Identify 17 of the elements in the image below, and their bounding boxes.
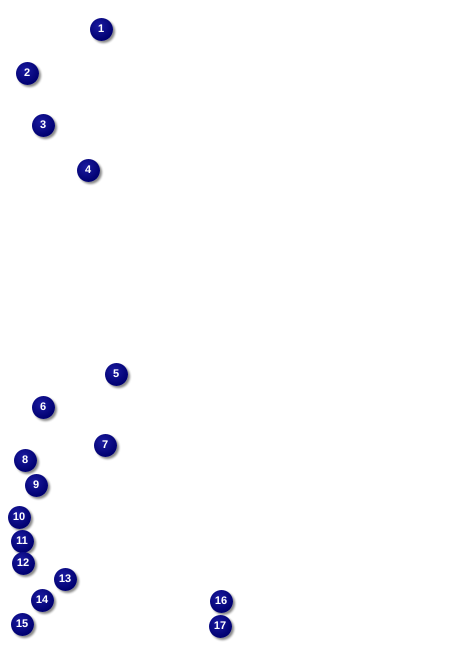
callout-number: 9 xyxy=(24,474,48,496)
callout-number: 13 xyxy=(54,568,76,590)
callout-number: 8 xyxy=(14,448,36,472)
callout-number: 7 xyxy=(94,434,116,456)
callout-number: 5 xyxy=(104,362,128,386)
callout-number: 12 xyxy=(12,552,34,574)
callout-number: 10 xyxy=(8,506,30,528)
callout-number: 17 xyxy=(208,614,232,638)
callout-number: 2 xyxy=(16,62,38,84)
callout-number: 4 xyxy=(76,158,100,182)
callout-number: 1 xyxy=(90,18,112,40)
callout-number: 16 xyxy=(210,590,232,612)
callout-number: 11 xyxy=(10,530,34,552)
callout-number: 14 xyxy=(30,588,54,612)
callout-number: 6 xyxy=(32,396,54,418)
callout-number: 3 xyxy=(32,114,54,136)
callout-number: 15 xyxy=(10,612,34,636)
